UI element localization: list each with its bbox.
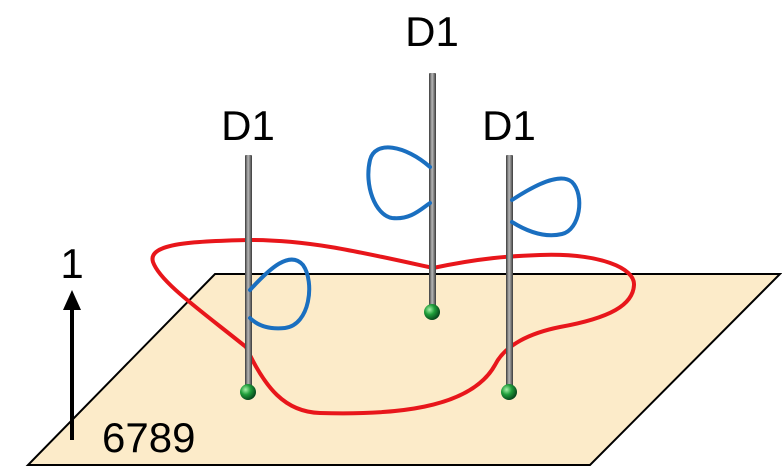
endpoint-center [424,304,440,320]
label-d1-left: D1 [221,102,275,149]
blue-string-center [366,145,432,221]
blue-string-left [248,257,312,331]
endpoint-right [501,384,517,400]
blue-string-right [510,176,582,238]
axis-arrow-head [63,290,81,310]
label-d1-center: D1 [405,8,459,55]
label-plane-6789: 6789 [102,414,195,461]
label-axis-1: 1 [60,240,83,287]
rod-right [506,155,513,391]
rod-left [245,155,252,391]
red-string-loop [150,238,636,416]
rod-center [429,73,436,311]
endpoint-left [240,384,256,400]
label-d1-right: D1 [482,102,536,149]
